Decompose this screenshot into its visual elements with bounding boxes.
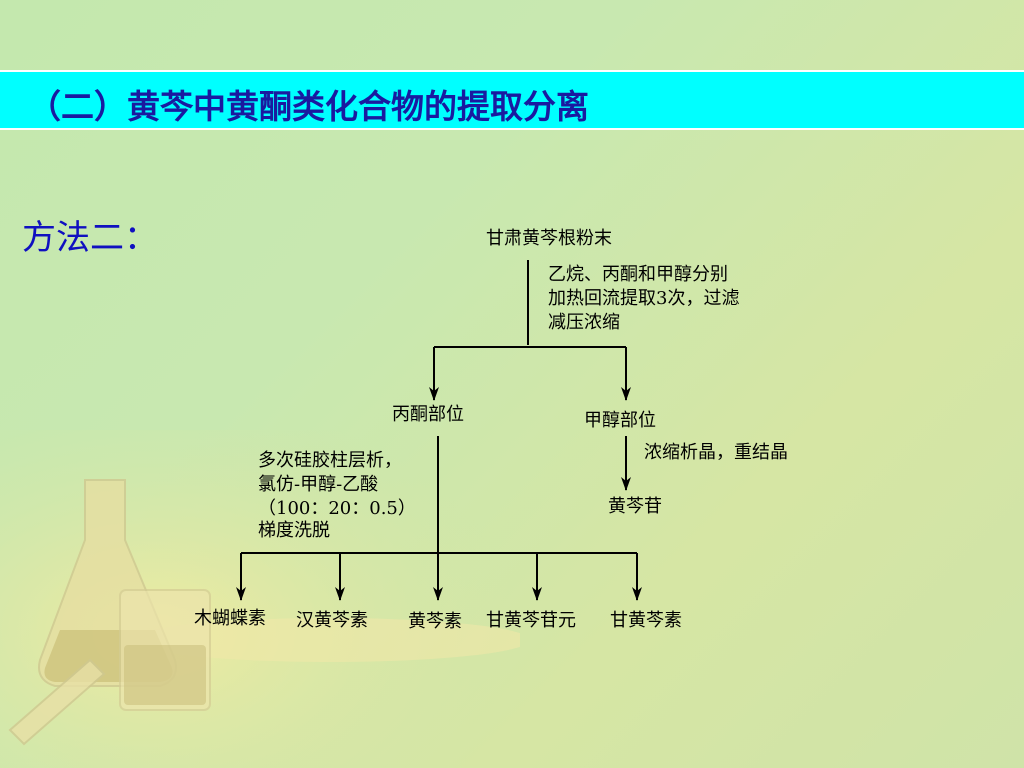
chromatography-line-3: （100：20：0.5） (258, 498, 416, 519)
methanol-fraction: 甲醇部位 (584, 410, 656, 431)
crystallization-step: 浓缩析晶，重结晶 (644, 442, 788, 463)
product-baicalein: 黄芩素 (408, 611, 462, 632)
baicalin-product: 黄芩苷 (608, 496, 662, 517)
title-bar: （二）黄芩中黄酮类化合物的提取分离 (0, 70, 1024, 130)
extraction-line-3: 减压浓缩 (548, 312, 620, 333)
slide-title: （二）黄芩中黄酮类化合物的提取分离 (28, 87, 589, 126)
start-material: 甘肃黄芩根粉末 (486, 228, 612, 249)
extraction-line-1: 乙烷、丙酮和甲醇分别 (548, 264, 728, 285)
product-oroxylin: 木蝴蝶素 (194, 608, 266, 629)
product-gan-huangqin: 甘黄芩素 (610, 610, 682, 631)
extraction-line-2: 加热回流提取3次，过滤 (548, 288, 740, 309)
chromatography-line-2: 氯仿-甲醇-乙酸 (258, 474, 379, 495)
acetone-fraction: 丙酮部位 (392, 404, 464, 425)
product-wogonin: 汉黄芩素 (296, 610, 368, 631)
product-glycoside-aglycone: 甘黄芩苷元 (486, 610, 576, 631)
chromatography-line-1: 多次硅胶柱层析， (258, 450, 402, 471)
method-label: 方法二： (22, 218, 158, 258)
chromatography-line-4: 梯度洗脱 (258, 520, 330, 541)
